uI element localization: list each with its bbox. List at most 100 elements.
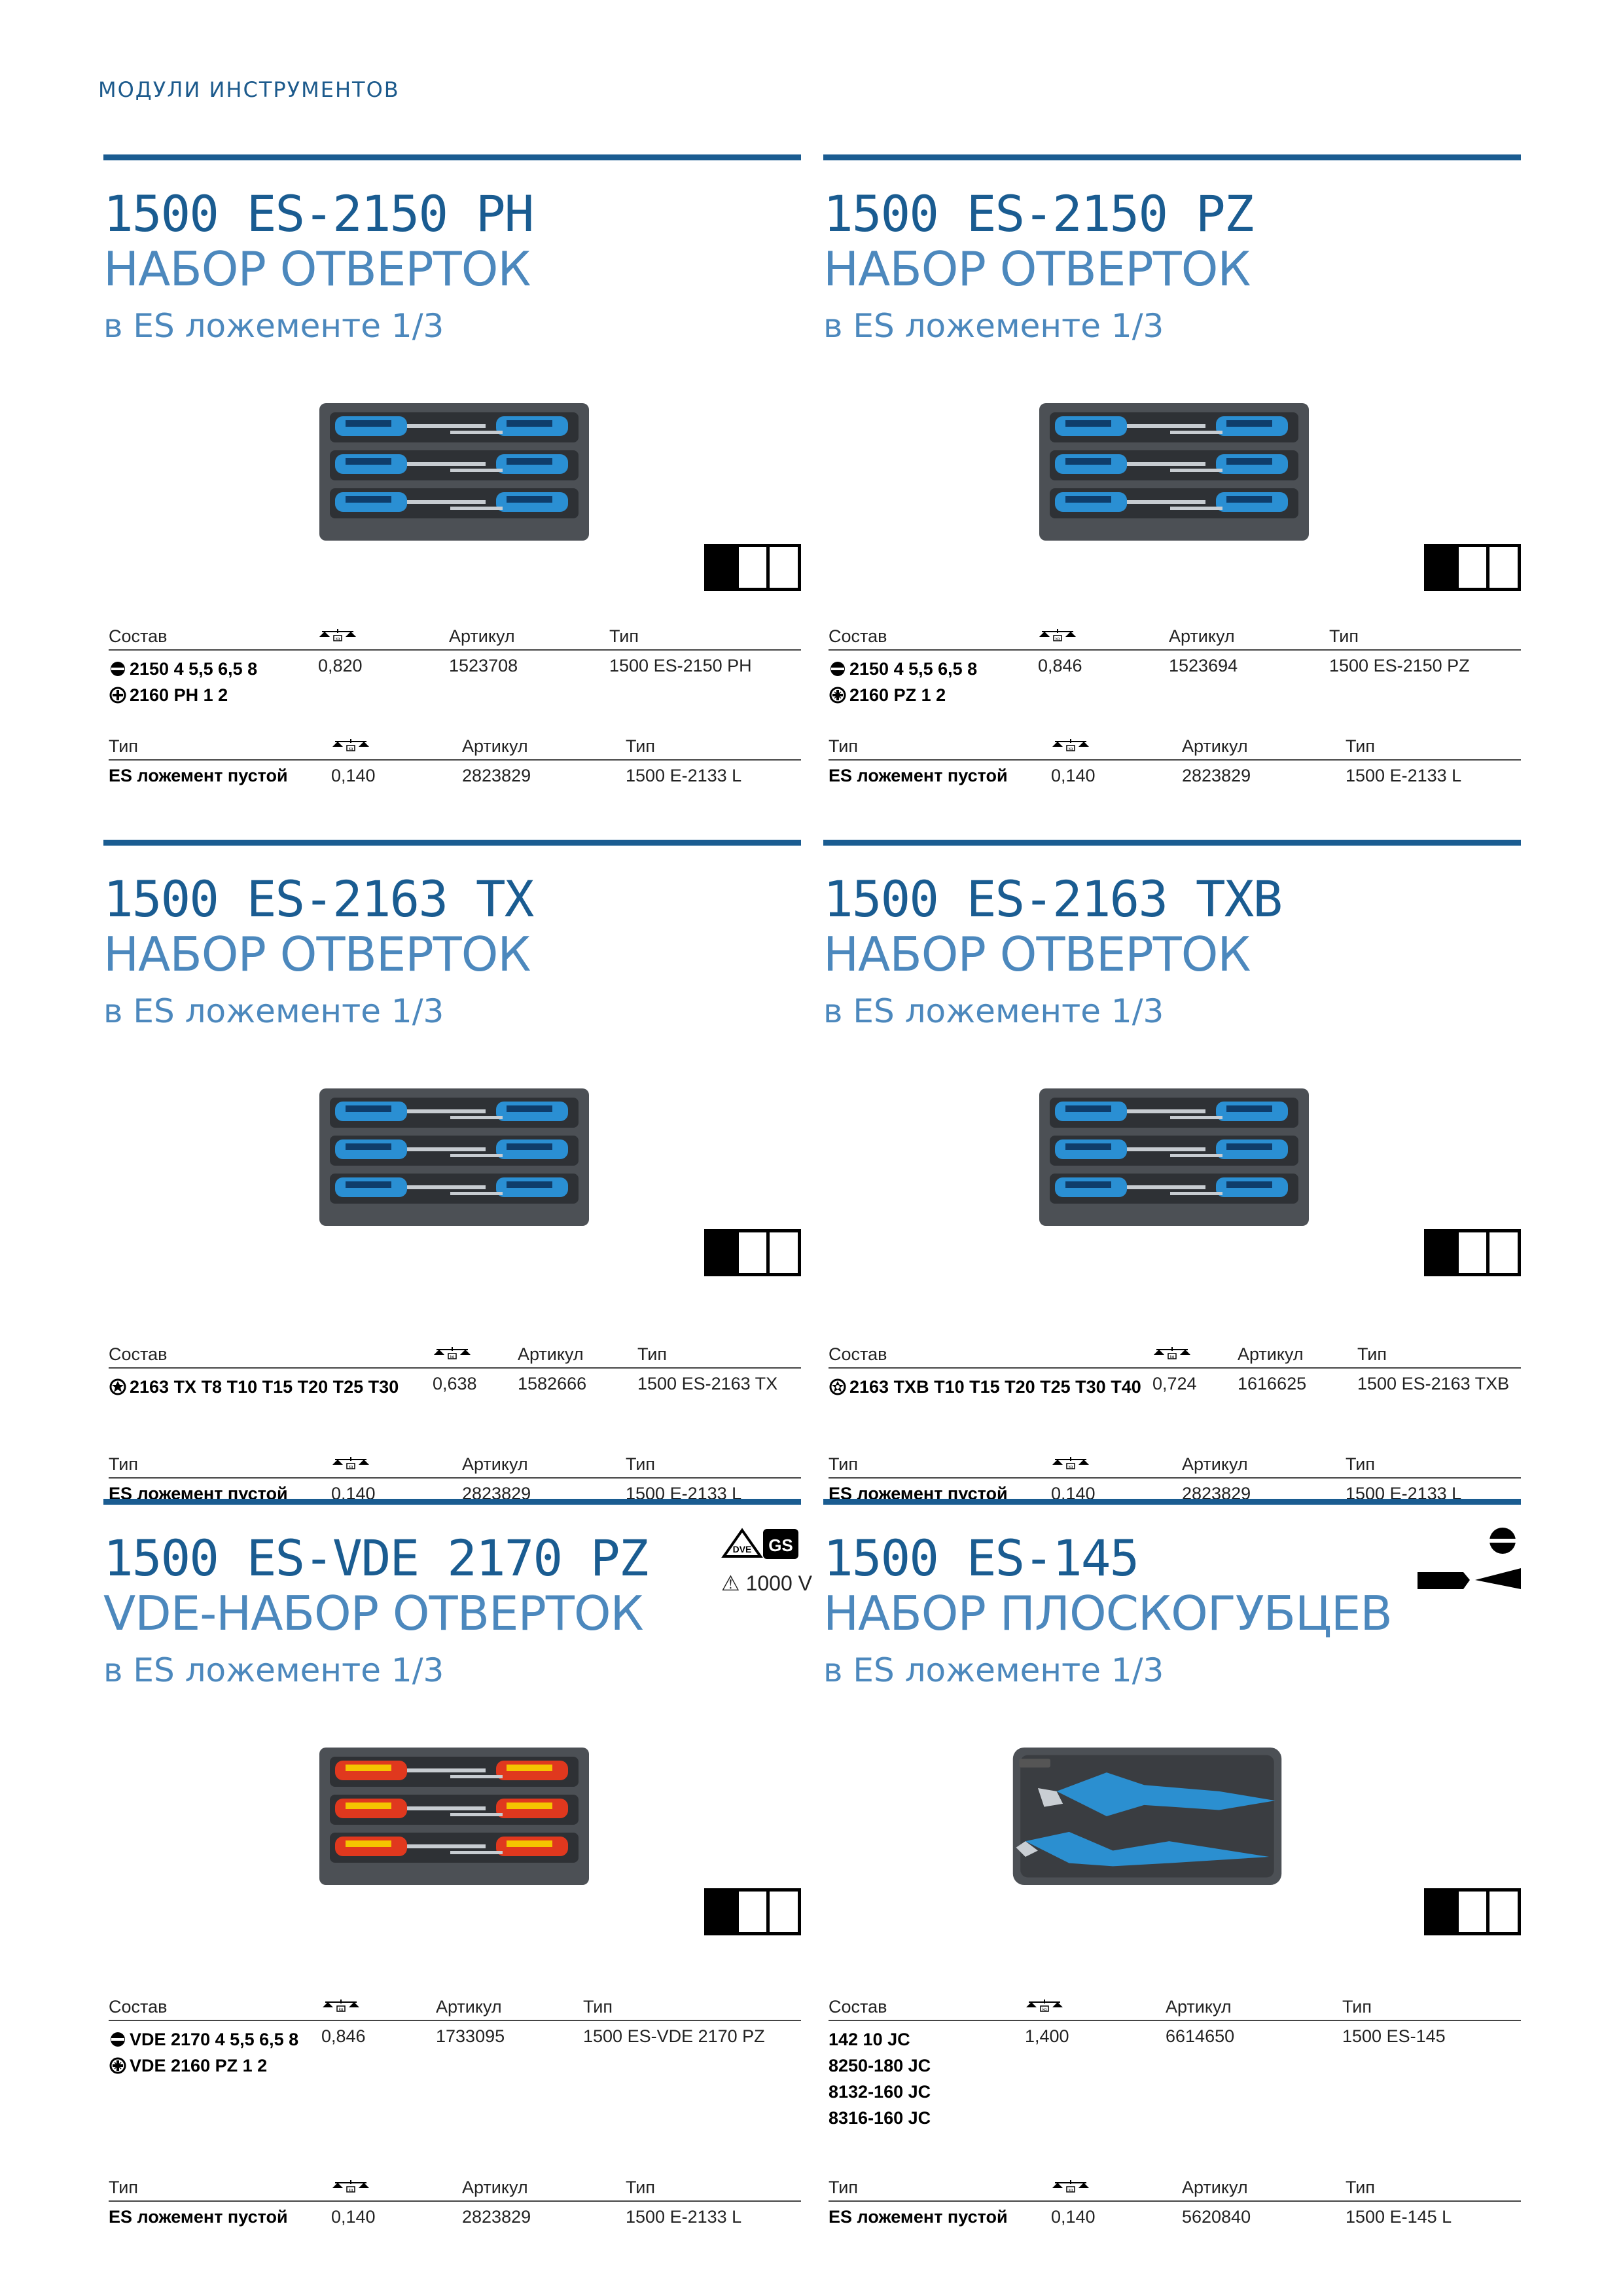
module-size-icon <box>1424 1888 1521 1935</box>
header-weight: kg <box>331 733 462 761</box>
header-type: Тип <box>637 1341 801 1369</box>
composition-item: 2160 PH 1 2 <box>109 682 318 708</box>
composition-text: 8250-180 JC <box>829 2056 931 2075</box>
svg-text:kg: kg <box>1069 747 1073 751</box>
product-subtitle: в ES ложементе 1/3 <box>103 307 444 345</box>
header-composition: Состав <box>109 1341 433 1369</box>
slot-icon <box>829 660 847 678</box>
section-divider <box>103 840 801 846</box>
svg-text:kg: kg <box>1069 2189 1073 2193</box>
article-cell: 5620840 <box>1182 2207 1251 2227</box>
composition-cell: 2163 TXB T10 T15 T20 T25 T30 T40 <box>829 1368 1152 1400</box>
header-type: Тип <box>1346 2174 1521 2202</box>
module-size-icon <box>704 544 801 591</box>
weight-icon: kg <box>332 2180 369 2193</box>
svg-text:GS: GS <box>768 1535 793 1555</box>
type-cell: 1500 E-2133 L <box>626 766 742 785</box>
header-weight: kg <box>1051 733 1182 761</box>
composition-text: 142 10 JC <box>829 2030 910 2049</box>
type-cell: 1500 E-2133 L <box>1346 766 1462 785</box>
composition-item: 2150 4 5,5 6,5 8 <box>109 656 318 682</box>
header-composition: Состав <box>109 623 318 651</box>
product-code: 1500 ES-VDE 2170 PZ <box>103 1529 649 1587</box>
composition-cell: 2163 TX T8 T10 T15 T20 T25 T30 <box>109 1368 433 1400</box>
article-cell: 6614650 <box>1166 2026 1235 2046</box>
article-cell: 1582666 <box>518 1374 587 1393</box>
weight-cell: 0,140 <box>1051 2207 1096 2227</box>
slot-icon <box>109 660 127 678</box>
header-type: Тип <box>1342 1994 1521 2021</box>
torx-icon <box>109 1378 127 1396</box>
product-title: НАБОР ОТВЕРТОК <box>823 927 1251 982</box>
section-divider <box>103 1499 801 1505</box>
composition-item: 2160 PZ 1 2 <box>829 682 1038 708</box>
product-code: 1500 ES-2150 PH <box>103 185 534 243</box>
header-type: Тип <box>829 733 1051 761</box>
type-cell: 1500 ES-2163 TXB <box>1357 1374 1510 1393</box>
svg-text:DVE: DVE <box>733 1544 752 1554</box>
header-type: Тип <box>1346 733 1521 761</box>
header-article: Артикул <box>1238 1341 1357 1369</box>
tray-name-cell: ES ложемент пустой <box>109 766 288 785</box>
article-cell: 1523708 <box>449 656 518 675</box>
header-article: Артикул <box>518 1341 637 1369</box>
product-code: 1500 ES-2150 PZ <box>823 185 1254 243</box>
weight-cell: 0,140 <box>331 2207 376 2227</box>
product-title: НАБОР ОТВЕРТОК <box>823 242 1251 296</box>
pliers-symbol-icon <box>1418 1528 1521 1589</box>
svg-text:kg: kg <box>349 747 353 751</box>
header-article: Артикул <box>436 1994 583 2021</box>
composition-item: 2163 TXB T10 T15 T20 T25 T30 T40 <box>829 1374 1152 1400</box>
header-weight: kg <box>1025 1994 1166 2021</box>
header-type: Тип <box>626 2174 801 2202</box>
weight-icon: kg <box>1154 1347 1190 1359</box>
header-weight: kg <box>1051 1451 1182 1479</box>
type-cell: 1500 ES-2150 PZ <box>1329 656 1470 675</box>
section-divider <box>823 154 1521 160</box>
composition-text: 8132-160 JC <box>829 2082 931 2102</box>
svg-text:kg: kg <box>1056 637 1060 641</box>
vde-gs-icon: DVE GS <box>721 1528 798 1559</box>
header-weight: kg <box>331 1451 462 1479</box>
type-cell: 1500 E-2133 L <box>626 2207 742 2227</box>
weight-icon: kg <box>323 2000 359 2012</box>
type-cell: 1500 ES-2163 TX <box>637 1374 778 1393</box>
section-divider <box>823 840 1521 846</box>
article-cell: 1523694 <box>1169 656 1238 675</box>
article-cell: 2823829 <box>1182 766 1251 785</box>
type-cell: 1500 ES-145 <box>1342 2026 1446 2046</box>
svg-text:kg: kg <box>349 2189 353 2193</box>
screwdriver-tray-image <box>1039 403 1309 541</box>
weight-cell: 0,846 <box>321 2026 366 2046</box>
module-size-icon <box>704 1229 801 1276</box>
phillips-icon <box>109 686 127 704</box>
article-cell: 2823829 <box>462 2207 531 2227</box>
article-cell: 1616625 <box>1238 1374 1307 1393</box>
composition-item: VDE 2160 PZ 1 2 <box>109 2053 321 2079</box>
composition-text: VDE 2170 4 5,5 6,5 8 <box>130 2030 299 2049</box>
section-divider <box>823 1499 1521 1505</box>
header-type: Тип <box>109 733 331 761</box>
composition-item: 8250-180 JC <box>829 2053 1025 2079</box>
header-type: Тип <box>829 2174 1051 2202</box>
warning-triangle-icon: ⚠ <box>721 1571 740 1595</box>
composition-cell: VDE 2170 4 5,5 6,5 8 VDE 2160 PZ 1 2 <box>109 2020 321 2079</box>
weight-icon: kg <box>1052 2180 1089 2193</box>
composition-text: VDE 2160 PZ 1 2 <box>130 2056 268 2075</box>
screwdriver-tray-image <box>319 403 589 541</box>
